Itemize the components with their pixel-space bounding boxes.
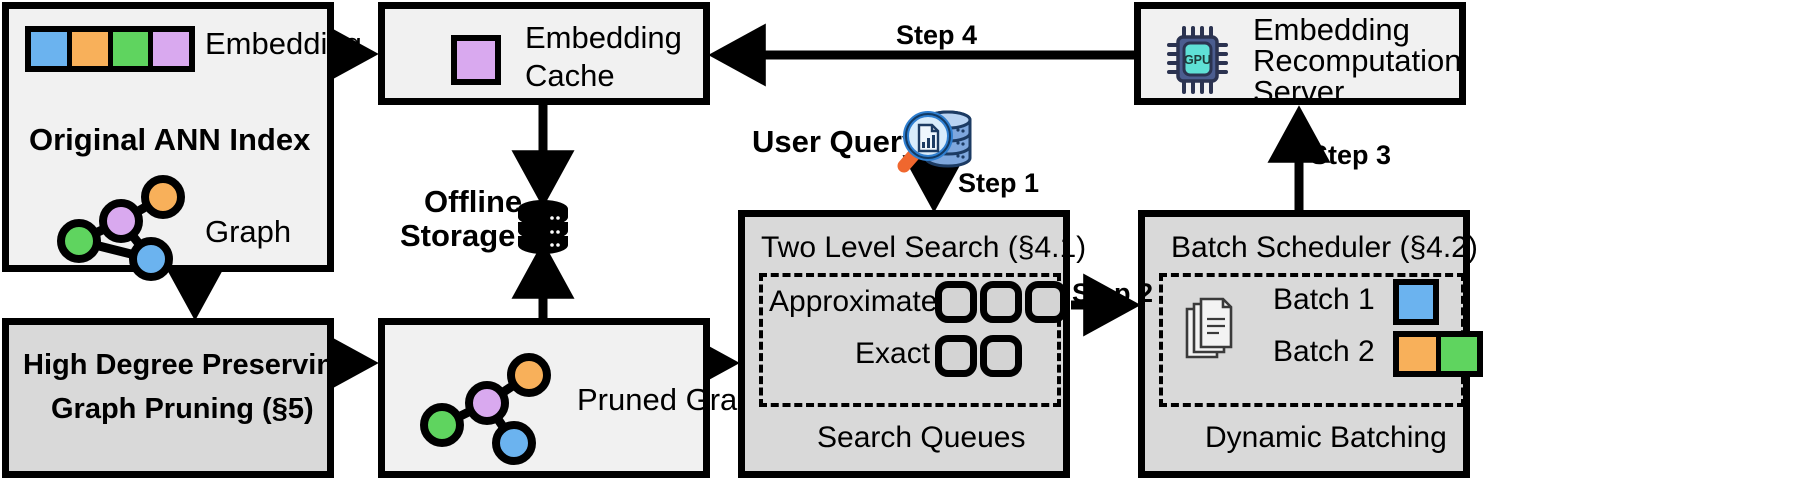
batch-1-chip-blue — [1399, 285, 1433, 319]
batch-2-chip-green — [1440, 337, 1477, 371]
recomputation-server-line2: Recomputation — [1253, 43, 1462, 78]
batch-scheduler-title: Batch Scheduler (§4.2) — [1171, 231, 1478, 264]
svg-text:GPU: GPU — [1184, 53, 1211, 67]
exact-row-label: Exact — [855, 337, 931, 370]
dynamic-batching-caption: Dynamic Batching — [1205, 421, 1447, 454]
pruned-graph-glyph — [420, 353, 551, 465]
batch-1-label: Batch 1 — [1273, 283, 1375, 316]
embedding-chip-blue — [31, 32, 72, 66]
step-4-label: Step 4 — [896, 20, 978, 50]
database-icon — [518, 200, 568, 254]
approximate-slot-3[interactable] — [1025, 281, 1067, 323]
batch-2-chip-orange — [1399, 337, 1441, 371]
search-queues-panel — [759, 273, 1061, 407]
graph-label: Graph — [205, 214, 292, 249]
embedding-label: Embedding — [205, 26, 362, 61]
embedding-cache-chip — [451, 35, 501, 85]
original-ann-index-title: Original ANN Index — [29, 122, 311, 157]
exact-slot-1[interactable] — [935, 335, 977, 377]
recomputation-server-line3: Server — [1253, 74, 1345, 109]
step-2-label: Step 2 — [1072, 278, 1154, 308]
batch-1-chips — [1393, 279, 1439, 325]
approximate-slot-2[interactable] — [980, 281, 1022, 323]
embedding-chip-green — [112, 32, 154, 66]
approximate-row-label: Approximate — [769, 285, 938, 318]
search-queues-caption: Search Queues — [817, 421, 1026, 454]
embedding-cache-title-line1: Embedding — [525, 20, 682, 55]
embedding-vector-chips — [25, 26, 195, 72]
pruned-graph-box: Pruned Graph — [378, 318, 772, 478]
original-ann-index-box: Embedding Original ANN Index Graph — [2, 2, 362, 281]
embedding-cache-box: Embedding Cache — [378, 2, 710, 105]
batch-scheduler-box: Batch Scheduler (§4.2) Batch 1 Batch 2 — [1138, 210, 1483, 478]
user-query-label: User Query — [752, 124, 920, 159]
exact-slot-2[interactable] — [980, 335, 1022, 377]
embedding-recomputation-server-box: GPU Embedding Recomputation Server — [1134, 2, 1466, 109]
batch-2-label: Batch 2 — [1273, 335, 1375, 368]
embedding-cache-title-line2: Cache — [525, 58, 615, 93]
step-3-label: Step 3 — [1310, 140, 1392, 170]
offline-storage-label-line1: Offline — [424, 184, 523, 219]
embedding-chip-purple — [153, 32, 189, 66]
graph-pruning-box: High Degree Preserving Graph Pruning (§5… — [2, 318, 352, 478]
two-level-search-title: Two Level Search (§4.1) — [761, 231, 1087, 264]
approximate-slot-1[interactable] — [935, 281, 977, 323]
gpu-chip-icon: GPU — [1167, 26, 1228, 94]
batch-2-chips — [1393, 331, 1483, 377]
offline-storage-label-line2: Storage — [400, 218, 516, 253]
recomputation-server-line1: Embedding — [1253, 12, 1410, 47]
two-level-search-box: Two Level Search (§4.1) Approximate Exac… — [738, 210, 1086, 478]
graph-pruning-line2: Graph Pruning (§5) — [51, 393, 314, 425]
graph-pruning-line1: High Degree Preserving — [23, 349, 352, 381]
step-1-label: Step 1 — [958, 168, 1040, 198]
embedding-chip-orange — [71, 32, 113, 66]
